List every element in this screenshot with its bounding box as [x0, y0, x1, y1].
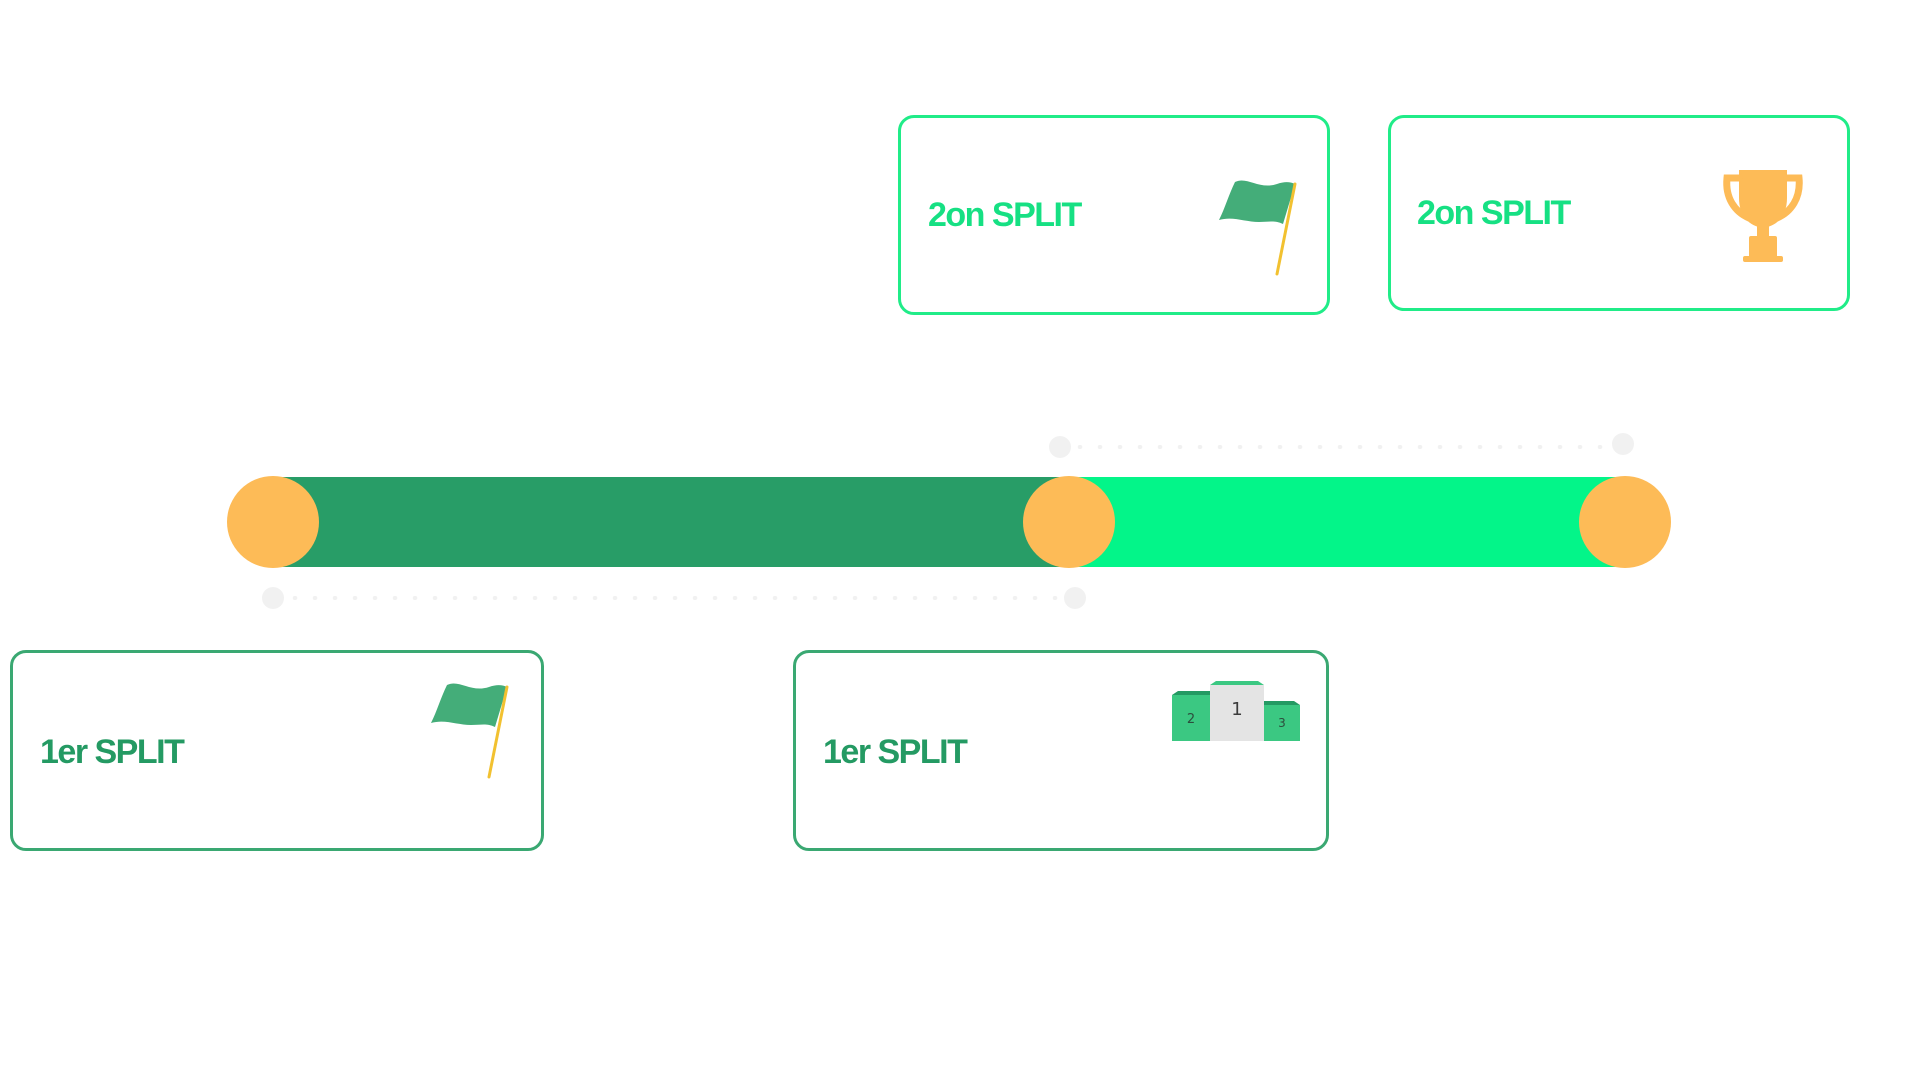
card-first-split-end: 1er SPLIT 2 1 3 — [793, 650, 1329, 851]
milestone-node-start — [227, 476, 319, 568]
card-label: 2on SPLIT — [1417, 194, 1571, 232]
podium-second-label: 2 — [1187, 712, 1195, 727]
guide-dot-top-end — [1612, 433, 1634, 455]
guide-line-top — [1070, 445, 1615, 449]
guide-dot-bottom-start — [262, 587, 284, 609]
card-second-split-start: 2on SPLIT — [898, 115, 1330, 315]
flag-icon — [1219, 176, 1303, 281]
card-label: 1er SPLIT — [823, 733, 968, 771]
guide-line-bottom — [285, 596, 1065, 600]
podium-icon: 2 1 3 — [1170, 681, 1302, 748]
milestone-node-end — [1579, 476, 1671, 568]
timeline-bar-second-split — [1073, 477, 1631, 567]
guide-dot-bottom-end — [1064, 587, 1086, 609]
trophy-icon — [1721, 168, 1805, 269]
card-label: 2on SPLIT — [928, 196, 1082, 234]
card-second-split-end: 2on SPLIT — [1388, 115, 1850, 311]
card-label: 1er SPLIT — [40, 733, 185, 771]
podium-third-label: 3 — [1278, 716, 1286, 730]
flag-icon — [431, 679, 515, 784]
card-first-split-start: 1er SPLIT — [10, 650, 544, 851]
timeline-bar-first-split — [273, 477, 1073, 567]
milestone-node-middle — [1023, 476, 1115, 568]
guide-dot-top-start — [1049, 436, 1071, 458]
podium-first-label: 1 — [1231, 699, 1242, 720]
